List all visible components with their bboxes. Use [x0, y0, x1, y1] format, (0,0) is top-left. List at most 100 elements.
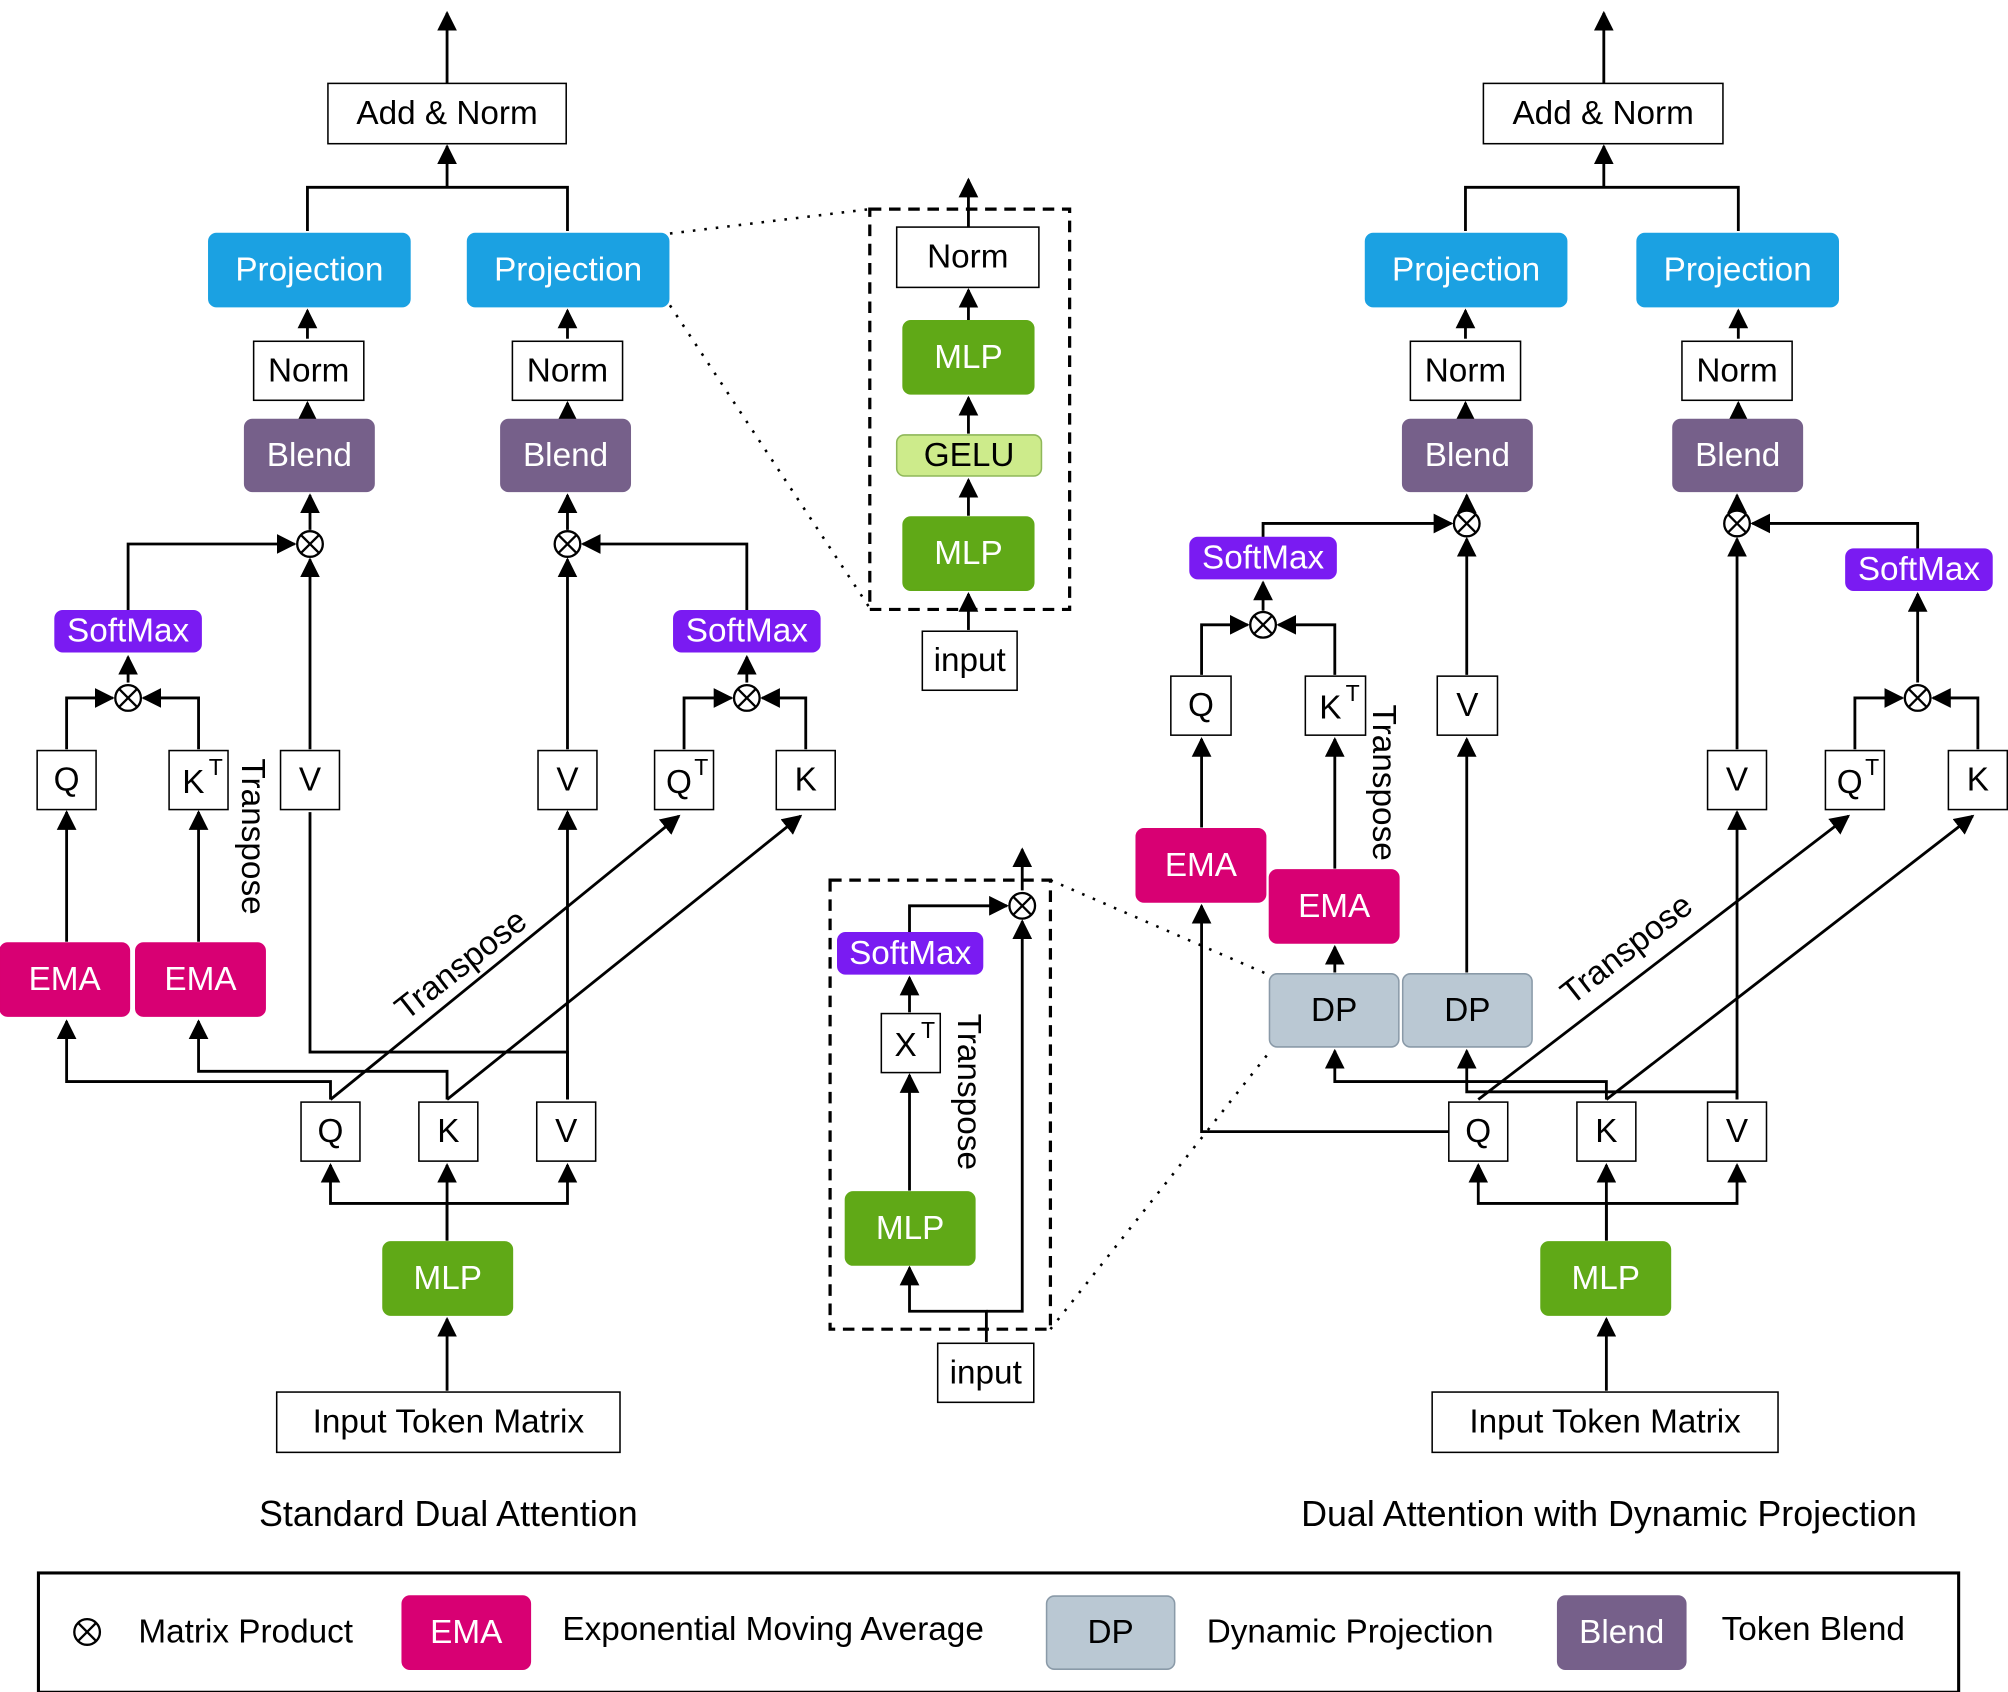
left-q-source-box-label: Q: [318, 1113, 344, 1150]
left-softmax-1-box-label: SoftMax: [67, 613, 189, 650]
detail-xt-box-label: X: [895, 1027, 917, 1064]
right-dp-2-box: DP: [1401, 973, 1533, 1048]
left-projection-1-box: Projection: [208, 232, 411, 308]
left-ema-1-box: EMA: [0, 942, 131, 1017]
legend-dp-badge: DP: [1045, 1595, 1176, 1670]
right-input-token-matrix-box-label: Input Token Matrix: [1469, 1404, 1741, 1441]
detail-dp-input-box: input: [936, 1342, 1035, 1404]
right-q-box: Q: [1170, 675, 1232, 736]
right-blend-2-box-label: Blend: [1695, 437, 1780, 474]
right-k-source-box-label: K: [1595, 1113, 1617, 1150]
connector: [1477, 814, 1851, 1101]
detail-gelu-box: GELU: [895, 434, 1043, 477]
right-k-source-box: K: [1576, 1101, 1637, 1162]
left-blend-1-box: Blend: [243, 418, 375, 493]
connector: [1276, 614, 1337, 675]
left-v-box-label: V: [299, 762, 322, 799]
left-add-norm-box: Add & Norm: [327, 82, 567, 145]
left-q-box-label: Q: [54, 762, 80, 799]
left-k-source-box-label: K: [437, 1113, 459, 1150]
left-caption: Standard Dual Attention: [259, 1494, 638, 1534]
connector: [141, 688, 200, 750]
left-v-source-box-label: V: [555, 1113, 578, 1150]
left-matrix-product-3-icon: [114, 683, 143, 712]
zoom-line-dp-bottom: [1049, 1051, 1271, 1330]
legend-dp-label: Dynamic Projection: [1207, 1613, 1494, 1650]
connector: [1261, 513, 1454, 538]
left-ema-2-box-label: EMA: [164, 961, 237, 998]
right-v-box: V: [1436, 675, 1499, 736]
right-projection-2-box: Projection: [1636, 232, 1840, 308]
detail-mlp-top-box: MLP: [902, 319, 1035, 395]
left-norm-2-box: Norm: [511, 340, 624, 402]
detail-gelu-box-label: GELU: [924, 437, 1015, 474]
left-blend-1-box-label: Blend: [267, 437, 352, 474]
right-ema-1-box: EMA: [1135, 828, 1267, 903]
left-softmax-2-box-label: SoftMax: [686, 613, 808, 650]
right-mlp-box-label: MLP: [1571, 1260, 1639, 1297]
right-transpose-vertical-label: Transpose: [1365, 704, 1402, 860]
detail-mlp-bottom-box: MLP: [902, 516, 1035, 591]
legend-blend-label: Token Blend: [1722, 1611, 1905, 1648]
left-kt-box-superscript: T: [209, 754, 223, 780]
right-matrix-product-3-icon: [1249, 610, 1278, 639]
connector: [1853, 688, 1905, 750]
legend-dp-badge-label: DP: [1087, 1614, 1133, 1651]
left-mlp-box-label: MLP: [413, 1260, 481, 1297]
detail-matrix-product-icon: [1008, 891, 1037, 920]
right-ema-2-box: EMA: [1268, 869, 1400, 944]
right-softmax-1-box: SoftMax: [1189, 536, 1337, 580]
left-q-box: Q: [36, 749, 97, 811]
legend-ema-badge: EMA: [401, 1595, 532, 1670]
connector: [188, 1019, 449, 1100]
connector: [65, 688, 115, 750]
left-k-source-box: K: [418, 1101, 479, 1162]
right-blend-2-box: Blend: [1672, 418, 1804, 493]
connector: [899, 1265, 988, 1343]
right-q-source-box-label: Q: [1465, 1113, 1491, 1150]
connector: [56, 1019, 332, 1100]
right-q-box-label: Q: [1188, 687, 1214, 724]
connector: [1468, 1162, 1608, 1241]
right-add-norm-box: Add & Norm: [1482, 82, 1724, 145]
legend-blend-badge: Blend: [1556, 1595, 1687, 1670]
left-softmax-2-box: SoftMax: [673, 609, 821, 653]
right-v-box-label: V: [1456, 687, 1479, 724]
right-v2-box: V: [1706, 749, 1768, 811]
connector: [682, 688, 734, 750]
legend-matrix-product-label: Matrix Product: [138, 1613, 353, 1650]
connector: [580, 534, 749, 611]
connector: [1605, 814, 1975, 1101]
connector: [446, 814, 803, 1101]
connector: [1750, 513, 1920, 550]
right-softmax-1-box-label: SoftMax: [1202, 540, 1324, 577]
connector: [1931, 688, 1980, 750]
right-input-token-matrix-box: Input Token Matrix: [1431, 1391, 1779, 1454]
detail-input-box: input: [921, 630, 1018, 692]
right-kt-box-superscript: T: [1346, 680, 1360, 706]
left-projection-1-box-label: Projection: [235, 252, 383, 289]
left-v-to-v-connector: [308, 812, 569, 1100]
detail-mlp-box: MLP: [844, 1191, 976, 1266]
left-norm-1-box: Norm: [252, 340, 365, 402]
right-kt-box-label: K: [1319, 690, 1341, 727]
left-norm-1-box-label: Norm: [268, 352, 349, 389]
left-softmax-1-box: SoftMax: [54, 609, 202, 653]
right-transpose-diagonal-label: Transpose: [1554, 887, 1700, 1012]
dp-detail-frame: [828, 878, 1053, 1331]
legend-matrix-product-icon: [73, 1617, 102, 1646]
right-v-source-box: V: [1706, 1101, 1768, 1162]
left-k2-box: K: [775, 749, 836, 811]
right-softmax-2-box-label: SoftMax: [1858, 551, 1980, 588]
left-qt-box-superscript: T: [694, 754, 708, 780]
right-projection-1-box-label: Projection: [1392, 252, 1540, 289]
connector: [986, 919, 1033, 1313]
connector: [329, 814, 681, 1101]
right-k2-box-label: K: [1967, 762, 1989, 799]
left-mlp-box: MLP: [382, 1241, 514, 1316]
legend-ema-badge-label: EMA: [430, 1614, 503, 1651]
